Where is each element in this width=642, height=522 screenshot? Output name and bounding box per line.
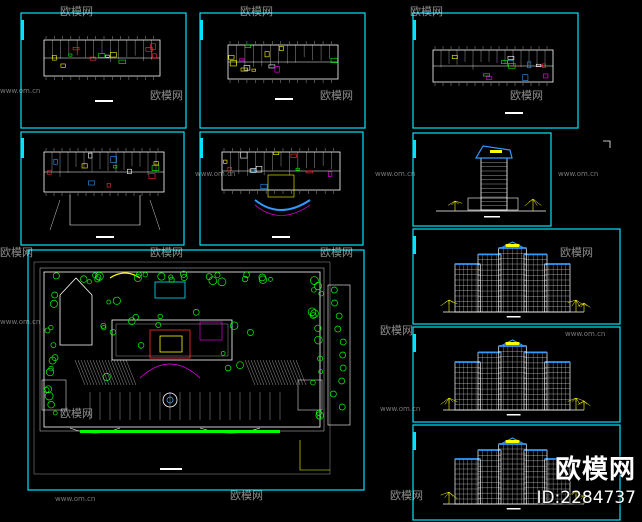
front-elevation-2-drawing [440, 339, 591, 416]
watermark-url: www.om.cn [565, 330, 606, 338]
watermark-brand: 欧模网 [60, 407, 93, 420]
floor-plan-2-drawing [227, 41, 339, 83]
floor-plan-1-drawing [43, 36, 161, 80]
front-elevation-3-drawing [440, 437, 591, 510]
watermark-brand: 欧模网 [320, 246, 353, 259]
watermark-url: www.om.cn [558, 170, 599, 178]
watermark-brand: 欧模网 [240, 5, 273, 18]
frame-front-elevation-1 [412, 228, 621, 325]
frame-floor-plan-5 [199, 131, 364, 246]
site-plan-details [43, 270, 347, 420]
watermark-url: www.om.cn [55, 495, 96, 503]
frame-floor-plan-4 [20, 131, 185, 246]
side-elevation-drawing [436, 145, 546, 218]
model-id-text: ID:2284737 [536, 488, 636, 508]
brand-logo-text: 欧模网 [554, 455, 636, 485]
plan-courtyards [49, 98, 523, 238]
frame-front-elevation-3 [412, 424, 621, 521]
watermark-brand: 欧模网 [230, 489, 263, 502]
floor-plan-4-drawing [43, 148, 165, 196]
watermark-brand: 欧模网 [320, 89, 353, 102]
sheet-frames [20, 12, 621, 521]
site-plan-drawing [33, 261, 351, 475]
watermark-brand: 欧模网 [150, 246, 183, 259]
watermark-brand: 欧模网 [380, 324, 413, 337]
frame-side-elevation [412, 132, 552, 227]
watermark-brand: 欧模网 [410, 5, 443, 18]
watermark-brand: 欧模网 [510, 89, 543, 102]
frame-floor-plan-3 [412, 12, 579, 129]
frame-front-elevation-2 [412, 326, 621, 423]
floor-plan-5-drawing [221, 148, 341, 194]
watermark-brand: 欧模网 [150, 89, 183, 102]
watermark-brand: 欧模网 [560, 246, 593, 259]
frame-site-plan [27, 249, 365, 491]
floor-plan-3-drawing [432, 46, 554, 86]
watermark-brand: 欧模网 [0, 246, 33, 259]
floor-plans [43, 36, 554, 238]
watermark-url: www.om.cn [0, 87, 41, 95]
elevations [436, 145, 591, 510]
watermark-url: www.om.cn [375, 170, 416, 178]
frame-floor-plan-2 [199, 12, 366, 129]
watermark-brand: 欧模网 [390, 489, 423, 502]
frame-floor-plan-1 [20, 12, 187, 129]
watermark-brand: 欧模网 [60, 5, 93, 18]
watermark-url: www.om.cn [380, 405, 421, 413]
watermark-url: www.om.cn [195, 170, 236, 178]
front-elevation-1-drawing [440, 241, 591, 318]
watermark-url: www.om.cn [0, 318, 41, 326]
